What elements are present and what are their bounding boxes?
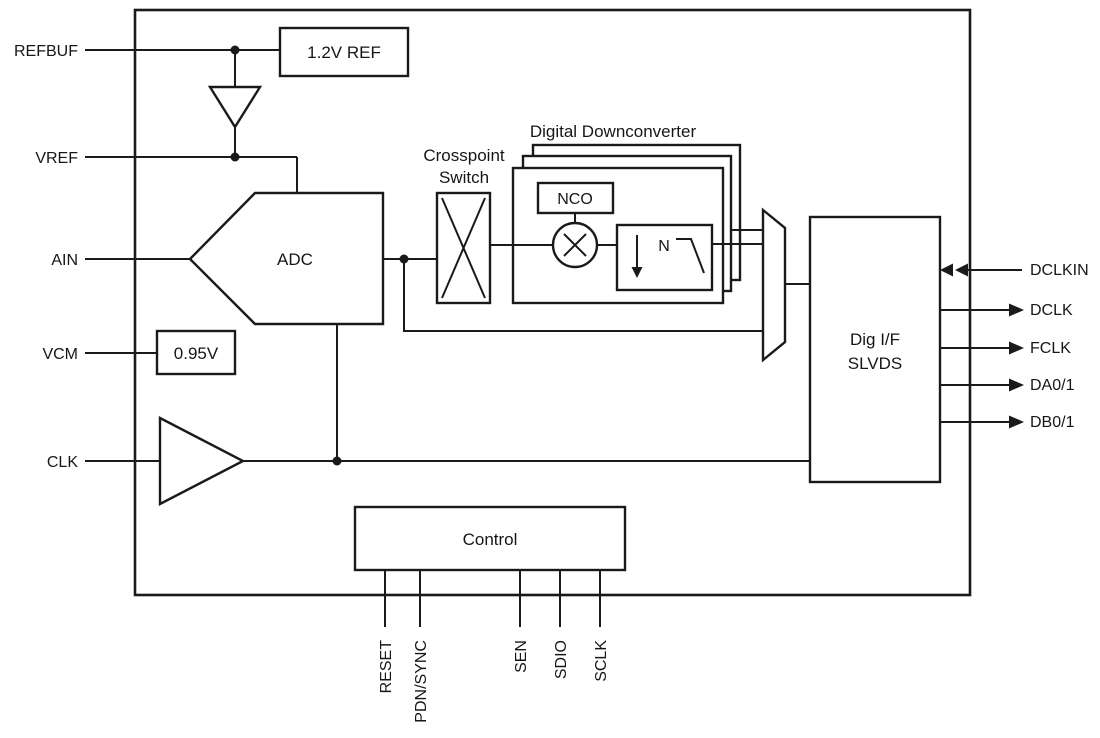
dclkin-arrow-icon-2 (955, 263, 968, 277)
pin-da01: DA0/1 (1030, 377, 1075, 394)
vcm-voltage-block (155, 329, 237, 376)
junction-dot-refbuf (230, 45, 240, 55)
output-mux-block (761, 207, 787, 363)
junction-dot-vref (230, 152, 240, 162)
pin-sen: SEN (513, 640, 530, 673)
reference-buffer-icon (207, 85, 263, 130)
downsample-arrow-icon (631, 267, 643, 278)
pin-fclk: FCLK (1030, 340, 1071, 357)
junction-dot-adc-out (399, 254, 409, 264)
adc-label: ADC (277, 250, 313, 269)
pin-db01: DB0/1 (1030, 414, 1075, 431)
pin-reset: RESET (378, 640, 395, 694)
pin-ain: AIN (51, 252, 78, 269)
fclk-arrow-icon (1009, 341, 1024, 355)
dclk-arrow-icon (1009, 303, 1024, 317)
decimation-filter-block (615, 223, 714, 292)
ref-voltage-block (278, 26, 410, 78)
vcm-voltage-label: 0.95V (174, 344, 219, 363)
pin-dclkin: DCLKIN (1030, 262, 1089, 279)
lowpass-filter-icon (676, 238, 705, 274)
pin-refbuf: REFBUF (14, 43, 78, 60)
pin-vref: VREF (35, 150, 78, 167)
pin-pdn-sync: PDN/SYNC (413, 640, 430, 723)
clock-buffer-icon (158, 416, 246, 506)
digif-label-line2: SLVDS (848, 354, 903, 373)
adc-block (188, 191, 385, 326)
da01-arrow-icon (1009, 378, 1024, 392)
pin-sdio: SDIO (553, 640, 570, 679)
digif-block (808, 215, 942, 484)
wire-ddc-bypass (403, 259, 763, 332)
decimation-factor-label: N (658, 238, 670, 255)
crosspoint-x-icon (441, 197, 486, 299)
ddc-title: Digital Downconverter (530, 122, 697, 141)
junction-dot-clk (332, 456, 342, 466)
crosspoint-label-line2: Switch (439, 168, 489, 187)
digif-label-line1: Dig I/F (850, 330, 900, 349)
control-label: Control (463, 530, 518, 549)
mixer-x-icon (563, 233, 587, 257)
pin-vcm: VCM (42, 346, 78, 363)
pin-dclk: DCLK (1030, 302, 1073, 319)
db01-arrow-icon (1009, 415, 1024, 429)
pin-clk: CLK (47, 454, 78, 471)
crosspoint-label-line1: Crosspoint (423, 146, 505, 165)
ref-voltage-label: 1.2V REF (307, 43, 381, 62)
dclkin-arrow-icon-1 (940, 263, 953, 277)
nco-label: NCO (557, 191, 593, 208)
control-block (353, 505, 627, 572)
pin-sclk: SCLK (593, 640, 610, 682)
